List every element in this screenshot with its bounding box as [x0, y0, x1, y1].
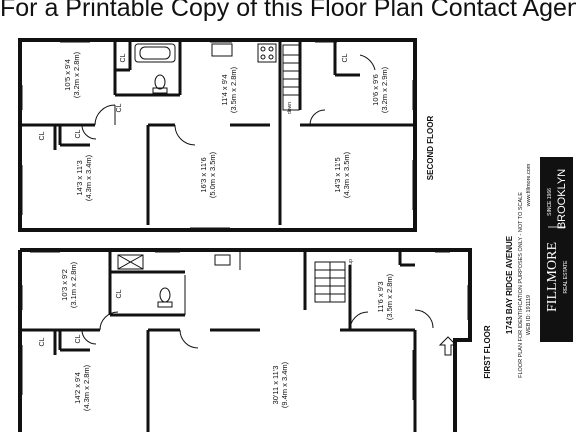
second-floor-room-labels: 10'5 x 9'4 (3.2m x 2.8m) 11'4 x 9'4 (3.5… — [39, 51, 435, 201]
entry-arrow — [438, 336, 458, 356]
closet-label: CL — [39, 131, 46, 140]
closet-label: CL — [116, 103, 123, 112]
second-floor-bath-fixtures — [134, 43, 277, 94]
closet-label: CL — [116, 289, 123, 298]
first-floor-stairs — [314, 261, 346, 303]
second-floor-outer-wall — [18, 38, 417, 232]
room-dim-ft: 14'2 x 9'4 — [73, 372, 82, 404]
closet-label: CL — [342, 53, 349, 62]
room-dim-m: (3.5m x 2.8m) — [385, 273, 394, 320]
closet-label: CL — [39, 337, 46, 346]
first-floor-interior-walls — [20, 250, 417, 432]
closet-label: CL — [75, 129, 82, 138]
room-dim-ft: 16'3 x 11'6 — [199, 157, 208, 192]
second-floor-stairs — [282, 44, 300, 111]
room-dim-ft: 10'3 x 9'2 — [60, 269, 69, 301]
listing-info: 1743 BAY RIDGE AVENUE FLOOR PLAN FOR IDE… — [505, 163, 532, 378]
web-id: WEB ID: 191119 — [526, 295, 532, 335]
brokerage-logo-art: FILLMORE REAL ESTATE SINCE 1966 BROOKLYN — [545, 169, 569, 312]
second-floor-windows — [18, 38, 417, 232]
stair-label: up — [348, 259, 354, 265]
contact-agent-banner: For a Printable Copy of this Floor Plan … — [0, 0, 576, 22]
room-dim-ft: 11'4 x 9'4 — [220, 74, 229, 105]
room-dim-m: (9.4m x 3.4m) — [280, 361, 289, 408]
brokerage-borough: BROOKLYN — [556, 169, 568, 229]
brokerage-url: www.fillmore.com — [526, 163, 532, 207]
brokerage-since: SINCE 1966 — [547, 188, 553, 216]
first-floor-doors — [81, 309, 434, 349]
first-floor-plan — [18, 248, 472, 432]
room-dim-ft: 30'11 x 11'3 — [271, 366, 280, 405]
first-floor-windows — [18, 248, 472, 400]
first-floor-room-labels: 10'3 x 9'2 (3.1m x 2.8m) 11'6 x 9'3 (3.5… — [39, 259, 492, 411]
room-dim-ft: 10'6 x 9'6 — [371, 74, 380, 106]
stair-label: down — [287, 102, 293, 114]
address: 1743 BAY RIDGE AVENUE — [505, 235, 514, 334]
room-dim-ft: 11'6 x 9'3 — [376, 281, 385, 312]
second-floor-label: SECOND FLOOR — [426, 116, 435, 181]
room-dim-m: (4.3m x 3.5m) — [342, 151, 351, 198]
brokerage-name: FILLMORE — [545, 242, 560, 312]
room-dim-m: (5.0m x 3.5m) — [208, 151, 217, 198]
brokerage-sub: REAL ESTATE — [563, 260, 569, 294]
room-dim-m: (4.3m x 2.8m) — [82, 364, 91, 411]
room-dim-m: (3.1m x 2.8m) — [69, 261, 78, 308]
closet-label: CL — [120, 53, 127, 62]
first-floor-outer-wall — [18, 248, 472, 432]
first-floor-label: FIRST FLOOR — [483, 325, 492, 379]
room-dim-m: (3.5m x 2.8m) — [229, 66, 238, 113]
second-floor-interior-walls — [20, 40, 415, 225]
room-dim-ft: 14'3 x 11'5 — [333, 157, 342, 192]
first-floor-fixtures — [117, 252, 241, 315]
room-dim-m: (3.2m x 2.8m) — [72, 51, 81, 98]
second-floor-plan — [18, 38, 417, 232]
brokerage-logo: FILLMORE REAL ESTATE SINCE 1966 BROOKLYN — [540, 157, 573, 342]
room-dim-m: (3.2m x 2.9m) — [380, 66, 389, 113]
disclaimer: FLOOR PLAN FOR IDENTIFICATION PURPOSES O… — [518, 192, 524, 378]
second-floor-doors — [81, 54, 376, 146]
closet-label: CL — [75, 334, 82, 343]
room-dim-m: (4.3m x 3.4m) — [84, 154, 93, 201]
room-dim-ft: 10'5 x 9'4 — [63, 59, 72, 91]
room-dim-ft: 14'3 x 11'3 — [75, 160, 84, 195]
